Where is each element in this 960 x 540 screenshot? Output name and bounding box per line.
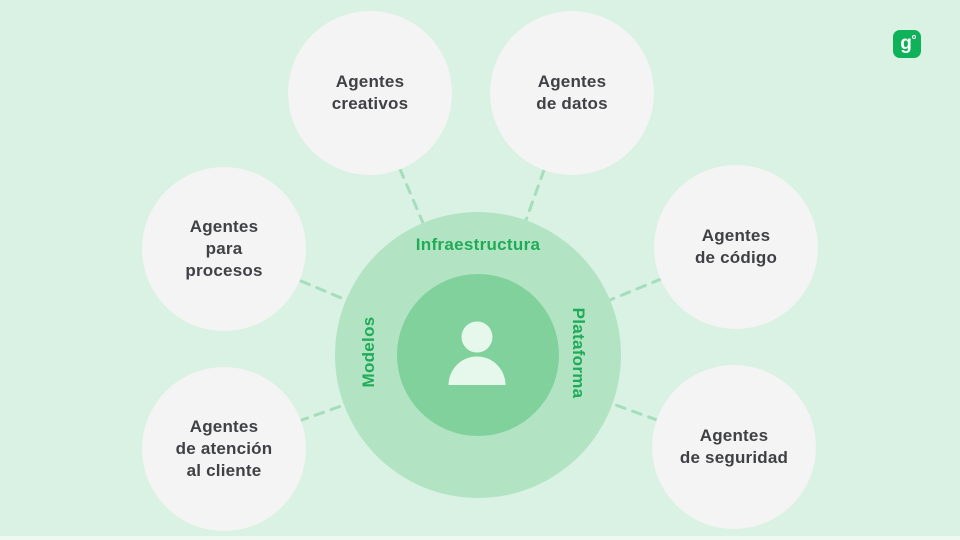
connector-codigo (608, 277, 663, 302)
genially-logo-letter: g (900, 32, 912, 54)
person-icon (448, 321, 506, 385)
user-hub-circle (397, 274, 559, 436)
satellite-label: Agentes de código (694, 226, 778, 267)
platform-ring-circle: Infraestructura Modelos Plataforma (335, 212, 621, 498)
satellite-agentes-de-seguridad: Agentes de seguridad (652, 365, 816, 529)
bottom-edge-strip (0, 536, 960, 540)
genially-logo-ring-icon (912, 35, 916, 39)
satellite-label: Agentes para procesos (185, 217, 263, 280)
satellite-label: Agentes creativos (331, 72, 409, 113)
satellite-agentes-de-datos: Agentes de datos (490, 11, 654, 175)
connector-atencion (297, 403, 346, 423)
satellite-label: Agentes de atención al cliente (175, 417, 273, 480)
genially-logo[interactable]: g (893, 30, 921, 58)
ring-label-plataforma: Plataforma (569, 307, 588, 399)
satellite-agentes-creativos: Agentes creativos (288, 11, 452, 175)
connector-seguridad (611, 402, 659, 422)
satellite-agentes-atencion-cliente: Agentes de atención al cliente (142, 367, 306, 531)
connector-datos (524, 168, 546, 222)
ring-label-infraestructura: Infraestructura (415, 235, 541, 254)
satellite-agentes-para-procesos: Agentes para procesos (142, 167, 306, 331)
connector-procesos (299, 279, 348, 302)
satellite-label: Agentes de seguridad (679, 426, 789, 467)
satellite-label: Agentes de datos (536, 72, 608, 113)
connector-creativos (398, 167, 425, 225)
satellite-agentes-de-codigo: Agentes de código (654, 165, 818, 329)
ring-label-modelos: Modelos (359, 316, 378, 388)
